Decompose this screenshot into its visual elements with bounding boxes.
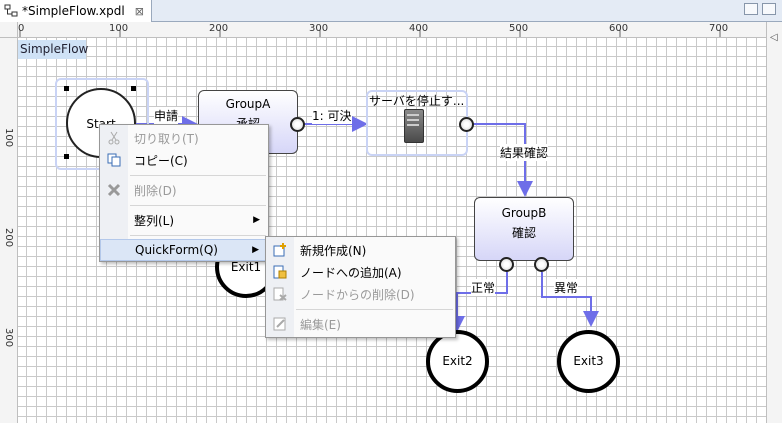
cut-icon [106, 130, 122, 146]
server-icon [404, 109, 424, 143]
menu-item-quickform-label: QuickForm(Q) [135, 243, 218, 257]
ruler-label: 300 [309, 23, 329, 34]
menu-item-quickform[interactable]: QuickForm(Q) ▶ [100, 239, 268, 261]
submenu-arrow-icon: ▶ [252, 245, 259, 255]
maximize-button[interactable] [762, 3, 776, 15]
groupB-title: GroupB [501, 206, 547, 220]
menu-item-cut-label: 切り取り(T) [134, 131, 199, 146]
ruler-label: 400 [409, 23, 429, 34]
horizontal-ruler: 0 100 200 300 400 500 600 700 [18, 22, 766, 38]
resize-handle[interactable] [64, 154, 69, 159]
menu-item-delete[interactable]: 削除(D) [100, 179, 268, 201]
submenu-item-new-label: 新規作成(N) [300, 243, 367, 258]
minimize-button[interactable] [744, 3, 758, 15]
vertical-ruler: 100 200 300 [0, 38, 18, 423]
ruler-label: 700 [709, 23, 729, 34]
editor-tab-title: *SimpleFlow.xpdl [22, 4, 125, 18]
new-form-icon [272, 242, 288, 258]
menu-item-cut[interactable]: 切り取り(T) [100, 127, 268, 149]
submenu-item-remove[interactable]: ノードからの削除(D) [266, 283, 455, 305]
edit-icon [272, 316, 288, 332]
context-menu: 切り取り(T) コピー(C) 削除(D) 整列(L) ▶ QuickForm(Q… [99, 124, 269, 262]
remove-from-node-icon [272, 286, 288, 302]
edge-label-normal[interactable]: 正常 [471, 279, 496, 296]
flow-title: SimpleFlow [18, 40, 88, 59]
copy-icon [106, 152, 122, 168]
ruler-label: 600 [609, 23, 629, 34]
groupA-title: GroupA [225, 97, 271, 111]
editor-tab[interactable]: *SimpleFlow.xpdl ⊠ [0, 0, 152, 22]
delete-icon [106, 182, 122, 198]
edge-label-approve[interactable]: 1: 可決 [312, 107, 352, 124]
groupB-normal-port[interactable] [499, 257, 514, 272]
submenu-item-edit-label: 編集(E) [300, 317, 341, 332]
server-out-port[interactable] [459, 117, 474, 132]
ruler-label: 500 [509, 23, 529, 34]
ruler-label: 100 [109, 23, 129, 34]
ruler-label: 200 [209, 23, 229, 34]
server-node-label: サーバを停止す... [369, 94, 465, 108]
submenu-item-remove-label: ノードからの削除(D) [300, 287, 415, 302]
ruler-label: 0 [18, 23, 25, 34]
ruler-label: 300 [3, 328, 14, 348]
submenu-item-add[interactable]: ノードへの追加(A) [266, 261, 455, 283]
edge-label-result[interactable]: 結果確認 [500, 144, 549, 161]
groupB-sub: 確認 [511, 226, 536, 240]
edge-label-abnormal[interactable]: 異常 [554, 279, 579, 296]
submenu-arrow-icon: ▶ [253, 215, 260, 225]
ruler-label: 100 [3, 128, 14, 148]
submenu-item-edit[interactable]: 編集(E) [266, 313, 455, 335]
edge-label-apply[interactable]: 申請 [154, 107, 179, 124]
groupA-out-port[interactable] [290, 117, 305, 132]
menu-item-align-label: 整列(L) [134, 213, 175, 228]
exit3-node[interactable]: Exit3 [557, 330, 620, 393]
menu-item-copy[interactable]: コピー(C) [100, 149, 268, 171]
submenu-item-new[interactable]: 新規作成(N) [266, 239, 455, 261]
editor-tab-bar: *SimpleFlow.xpdl ⊠ [0, 0, 782, 22]
flow-file-icon [4, 4, 18, 18]
add-to-node-icon [272, 264, 288, 280]
exit2-label: Exit2 [442, 354, 473, 368]
menu-item-delete-label: 削除(D) [134, 183, 177, 198]
quickform-submenu: 新規作成(N) ノードへの追加(A) ノードからの削除(D) 編集(E) [265, 236, 456, 338]
resize-handle[interactable] [64, 86, 69, 91]
groupB-abnormal-port[interactable] [534, 257, 549, 272]
submenu-item-add-label: ノードへの追加(A) [300, 265, 402, 280]
resize-handle[interactable] [131, 86, 136, 91]
close-tab-icon[interactable]: ⊠ [134, 4, 144, 18]
scroll-left-icon[interactable]: ◁ [770, 32, 778, 43]
groupB-node[interactable]: GroupB 確認 [474, 197, 574, 261]
exit3-label: Exit3 [573, 354, 604, 368]
menu-item-align[interactable]: 整列(L) ▶ [100, 209, 268, 231]
exit2-node[interactable]: Exit2 [426, 330, 489, 393]
vertical-scrollbar[interactable]: ◁ [766, 22, 782, 423]
menu-item-copy-label: コピー(C) [134, 153, 188, 168]
ruler-label: 200 [3, 228, 14, 248]
ruler-corner [0, 22, 18, 38]
exit1-label: Exit1 [230, 260, 262, 274]
